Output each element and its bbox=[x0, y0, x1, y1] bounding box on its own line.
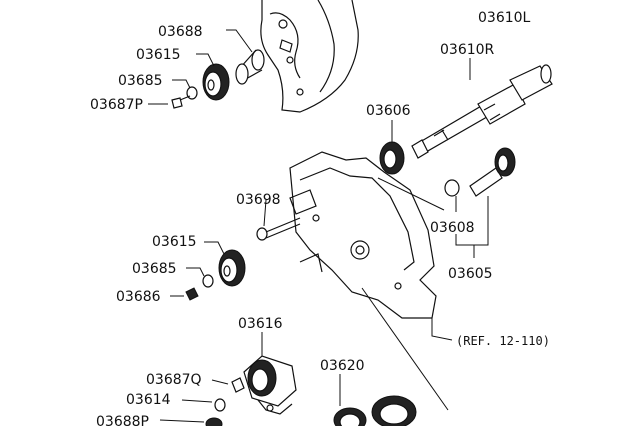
label-03687p: 03687P bbox=[90, 97, 143, 113]
nut-03686 bbox=[185, 287, 199, 301]
label-03610r: 03610R bbox=[440, 42, 495, 58]
label-03608: 03608 bbox=[430, 220, 475, 236]
bolt-03687p bbox=[171, 95, 191, 109]
bolt-03687q bbox=[231, 377, 245, 393]
idler-gear-shaft bbox=[469, 147, 516, 197]
label-03605: 03605 bbox=[448, 266, 493, 282]
label-03615-mid: 03615 bbox=[152, 234, 197, 250]
washer-03614 bbox=[214, 398, 226, 412]
label-03685-mid: 03685 bbox=[132, 261, 177, 277]
gear-03606 bbox=[379, 141, 405, 175]
part-labels: 03610L 03688 03615 03610R 03685 03687P 0… bbox=[90, 10, 550, 426]
shaft-03610r bbox=[411, 64, 553, 159]
sleeve-03688p bbox=[205, 417, 223, 426]
washer-03685-mid bbox=[202, 274, 214, 288]
middle-housing bbox=[289, 151, 437, 319]
label-03687q: 03687Q bbox=[146, 372, 202, 388]
label-03688p: 03688P bbox=[96, 414, 149, 426]
sleeve-03688-top bbox=[235, 49, 265, 85]
upper-housing bbox=[260, 0, 359, 113]
bushing-03608 bbox=[444, 179, 460, 197]
gear-03620 bbox=[333, 395, 417, 426]
tensioner-03616 bbox=[243, 355, 297, 415]
label-03698: 03698 bbox=[236, 192, 281, 208]
gear-03615-mid bbox=[218, 249, 246, 287]
label-03685-top: 03685 bbox=[118, 73, 163, 89]
label-03616: 03616 bbox=[238, 316, 283, 332]
gear-03615-top bbox=[202, 63, 230, 101]
label-03610l: 03610L bbox=[478, 10, 531, 26]
leader-lines bbox=[148, 29, 489, 423]
label-ref-12-110: (REF. 12-110) bbox=[456, 334, 550, 348]
label-03688-top: 03688 bbox=[158, 24, 203, 40]
label-03686: 03686 bbox=[116, 289, 161, 305]
label-03620: 03620 bbox=[320, 358, 365, 374]
label-03606: 03606 bbox=[366, 103, 411, 119]
label-03615-top: 03615 bbox=[136, 47, 181, 63]
label-03614: 03614 bbox=[126, 392, 171, 408]
pin-03698 bbox=[256, 217, 301, 241]
